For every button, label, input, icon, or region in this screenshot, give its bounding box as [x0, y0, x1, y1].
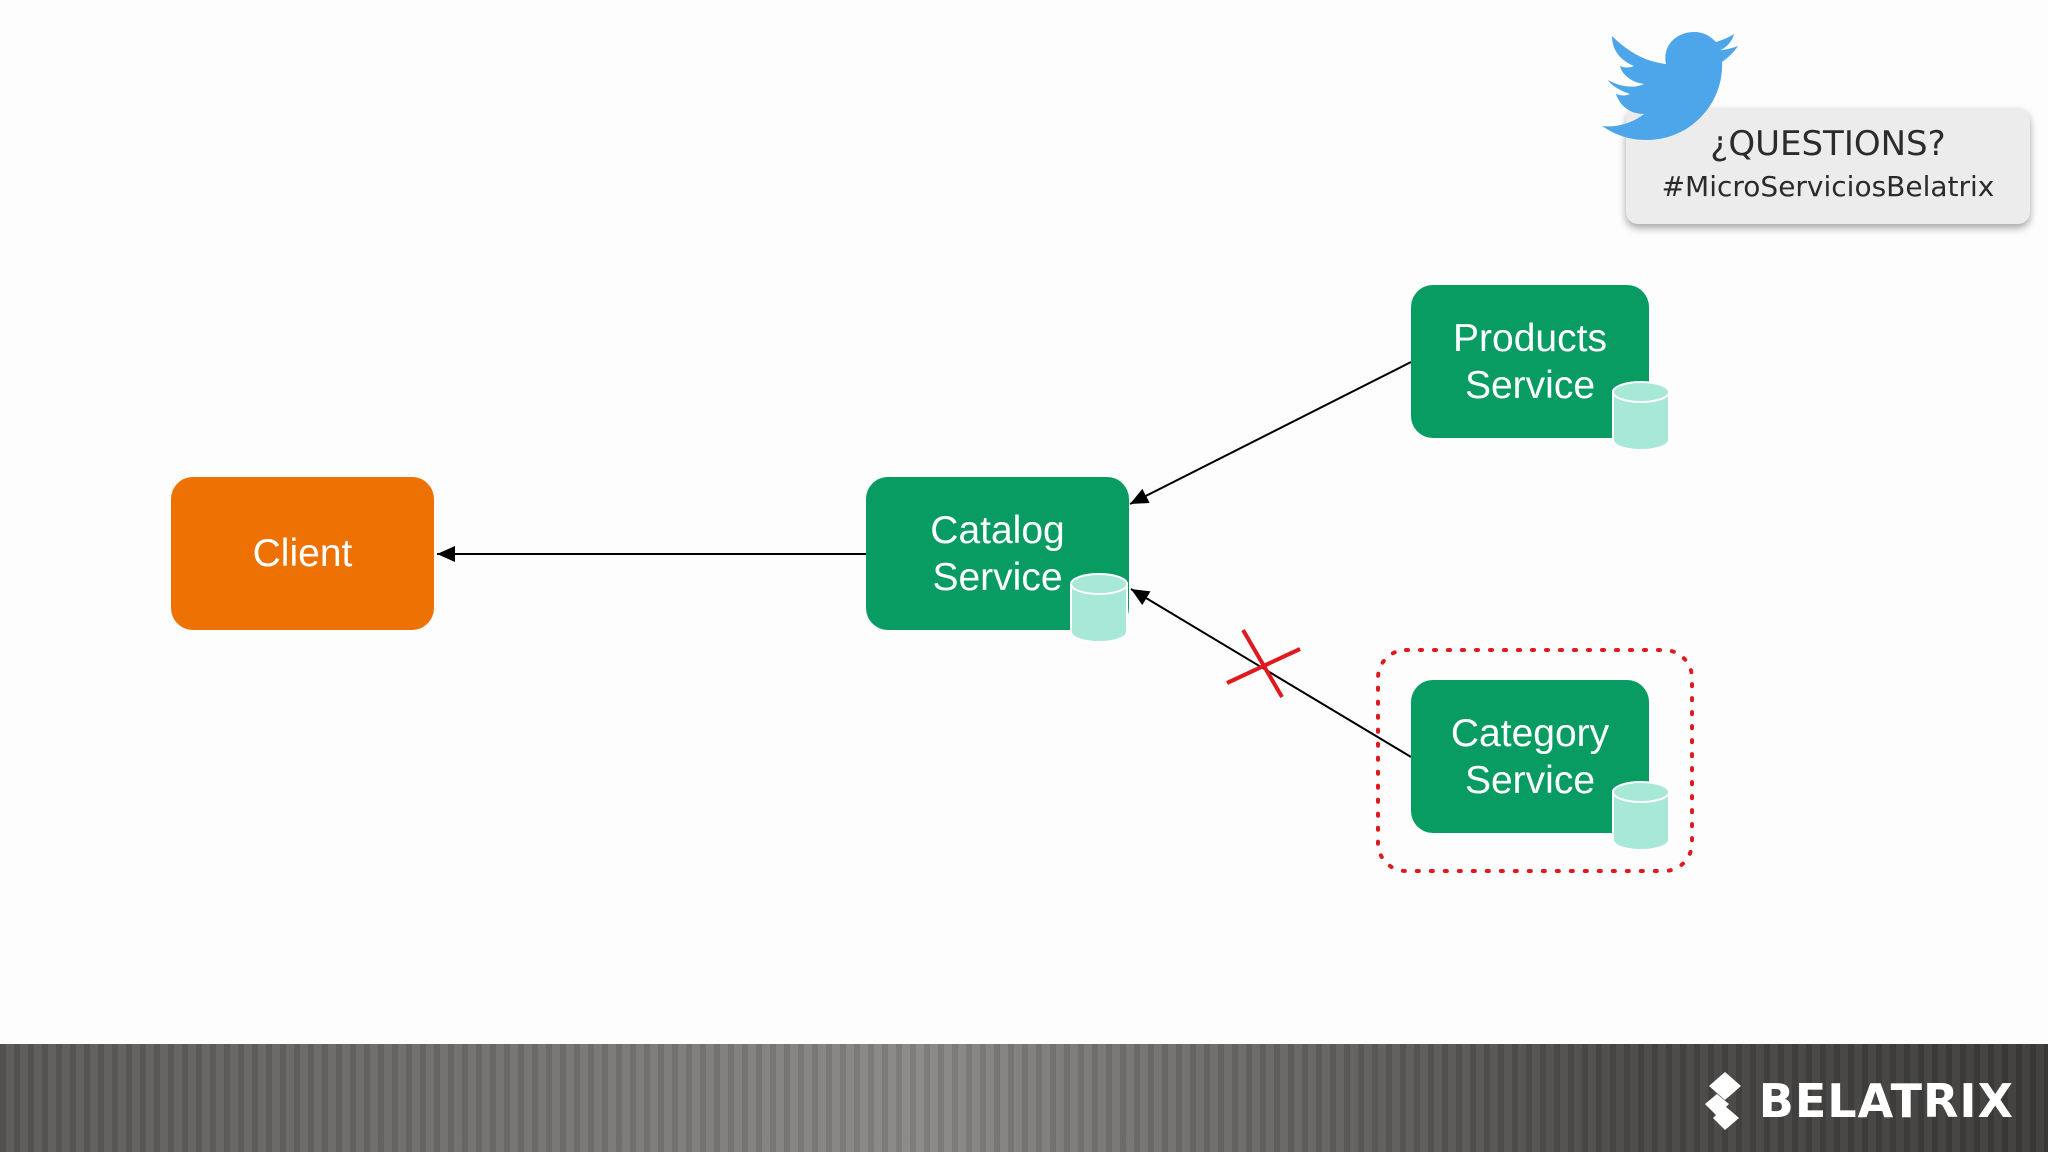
products-to-catalog-arrow: [1129, 361, 1412, 505]
twitter-bird-icon: [1602, 32, 1738, 140]
footer-bar: BELATRIX: [0, 1044, 2048, 1152]
client-label: Client: [252, 532, 353, 575]
questions-card: ¿QUESTIONS? #MicroServiciosBelatrix: [1626, 108, 2030, 224]
catalog-label-line1: Catalog: [930, 508, 1065, 552]
products-label-line1: Products: [1453, 316, 1607, 360]
category-database-icon: [1612, 781, 1670, 851]
failure-x-icon: [1226, 628, 1301, 699]
category-to-catalog-arrow: [1130, 588, 1412, 758]
belatrix-logo-icon: [1704, 1072, 1741, 1130]
products-service-node: Products Service: [1411, 285, 1649, 438]
category-label-line2: Service: [1464, 758, 1596, 802]
client-node: Client: [171, 477, 434, 630]
products-database-icon: [1612, 381, 1670, 451]
belatrix-wordmark: BELATRIX: [1758, 1074, 2014, 1128]
catalog-database-icon: [1070, 573, 1128, 643]
hashtag-text: #MicroServiciosBelatrix: [1661, 170, 1995, 203]
footer-background-image: [0, 1044, 2048, 1152]
catalog-label-line2: Service: [932, 555, 1063, 599]
category-failure-boundary: [1376, 648, 1694, 873]
category-service-node: Category Service: [1411, 680, 1649, 833]
products-label-line2: Service: [1464, 363, 1596, 407]
belatrix-brand: BELATRIX: [1703, 1072, 2014, 1130]
questions-text: ¿QUESTIONS?: [1710, 124, 1946, 164]
category-label-line1: Category: [1450, 711, 1610, 755]
